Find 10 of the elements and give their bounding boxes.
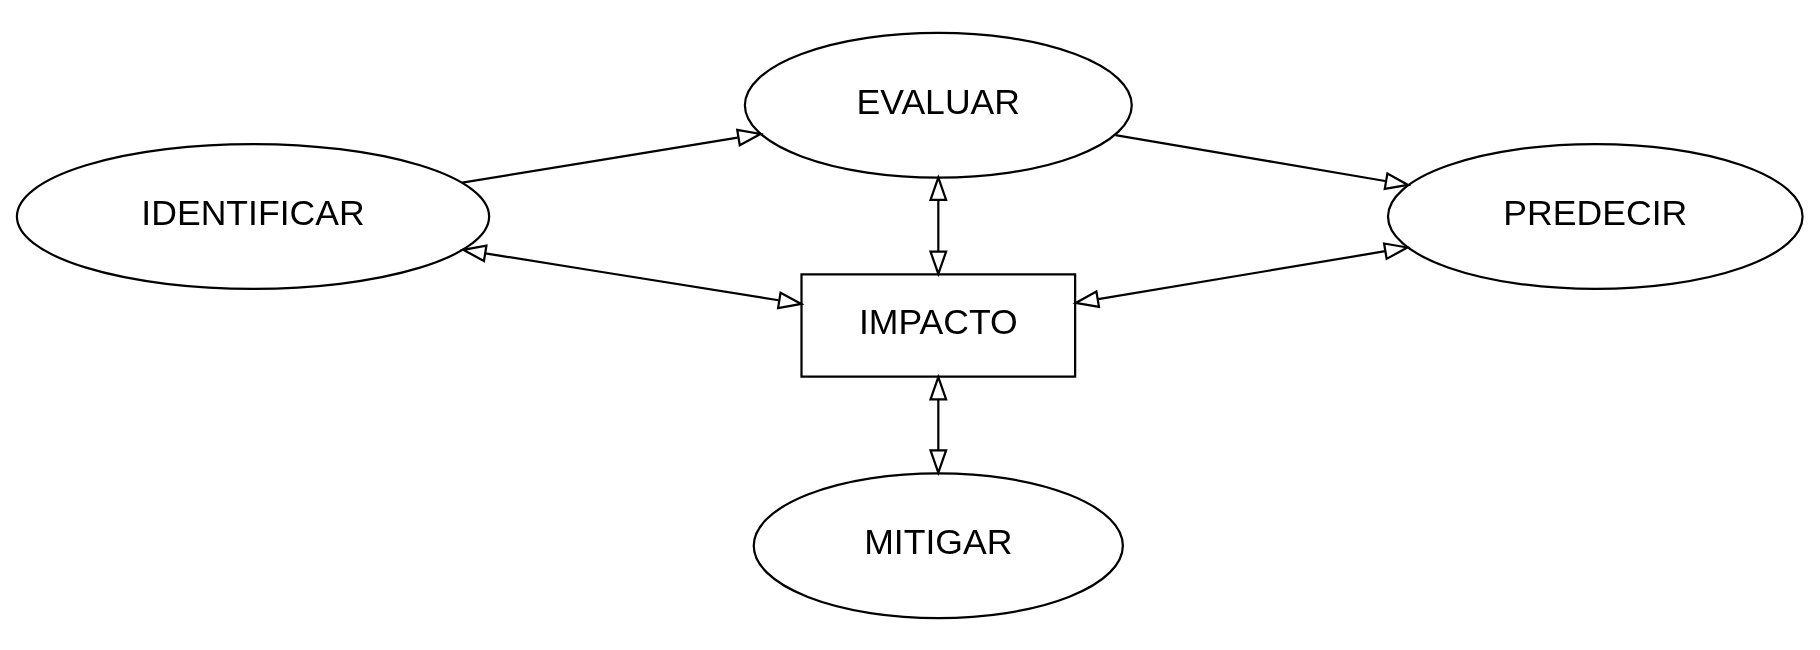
- arrow: [459, 243, 805, 309]
- arrow: [462, 128, 764, 184]
- arrow: [928, 173, 948, 277]
- arrow: [1115, 133, 1412, 190]
- arrow: [928, 373, 948, 476]
- node-ellipse: PREDECIR: [1386, 142, 1804, 290]
- node-ellipse: MITIGAR: [752, 471, 1124, 619]
- arrow: [1072, 241, 1411, 308]
- node-box: IMPACTO: [800, 272, 1077, 378]
- node-ellipse: EVALUAR: [743, 31, 1133, 179]
